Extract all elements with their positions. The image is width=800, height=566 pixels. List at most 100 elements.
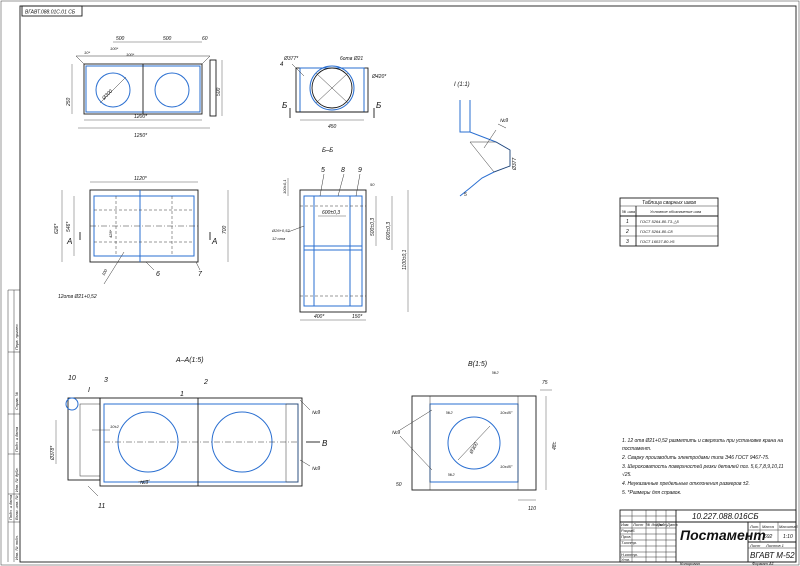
dim: 100±0,1 <box>282 180 287 194</box>
dim: 700 <box>222 225 228 234</box>
organization: ВГАВТ М-52 <box>750 551 795 560</box>
pos-label: 1 <box>180 391 184 398</box>
dim: 5 <box>464 192 467 198</box>
section-mark: Б <box>282 101 287 110</box>
view-section-aa: А–А(1:5) Ø378* 10±2 №9 №9 №9 10 I 3 1 2 … <box>50 357 328 510</box>
note-line: 4. Неуказанные предельные отклонения раз… <box>622 481 750 487</box>
dim: Ø377* <box>283 56 299 62</box>
strip-label: Взам. инв. № <box>14 495 19 520</box>
dim: Ø26+0,52 <box>271 228 290 233</box>
dim: 6отв Ø21 <box>340 56 363 62</box>
pos-label: 10 <box>68 375 76 382</box>
strip-label: Справ. № <box>14 391 19 410</box>
pos-label: 5 <box>321 167 325 174</box>
inner-frame <box>19 5 797 563</box>
weld-num: №9 <box>312 410 320 416</box>
section-mark: Б <box>376 101 381 110</box>
table-cell: 3 <box>626 239 629 245</box>
note-line: √25. <box>622 471 632 478</box>
dim: 546* <box>66 221 72 232</box>
dim: Ø300 <box>100 88 114 102</box>
weld-num: №9 <box>392 430 400 436</box>
view-v: В(1:5) №2 №2 №2 №9 10х45° 10х45° Ø300 48… <box>392 361 558 512</box>
tb-header: Лит. <box>749 524 759 529</box>
dim: Ø300 <box>468 441 480 456</box>
dim: 600±0,3 <box>322 210 340 216</box>
tb-role: Н.контр. <box>621 552 638 557</box>
section-mark: А <box>66 237 72 246</box>
dim: 10х45° <box>500 464 513 469</box>
detail-mark: I <box>88 387 90 394</box>
tb-role: Утв. <box>621 557 630 562</box>
view-end: Ø377* 6отв Ø21 Ø420* 450 4 Б Б <box>280 56 387 130</box>
tb-copied: Копировал <box>680 561 701 566</box>
dim: 100 <box>101 268 109 277</box>
dim: 48± <box>552 441 558 450</box>
pos-label: 6 <box>156 271 160 278</box>
strip-label: Инв. № дубл. <box>14 467 19 492</box>
dim: 100* <box>126 52 135 57</box>
stamp-top: ВГАВТ.088.01С.01 СБ <box>21 5 83 17</box>
dim: 60 <box>202 36 208 42</box>
dim: 400* <box>314 314 325 320</box>
dim: 626* <box>54 223 60 234</box>
pos-label: 8 <box>341 167 345 174</box>
dim: 12отв Ø21+0,52 <box>58 294 97 300</box>
weld-table: Таблица сварных швов № шва Условное обоз… <box>619 197 719 247</box>
dim: 10±2 <box>110 424 120 429</box>
view-detail-i: I (1:1) №9 Ø377 5 <box>454 82 518 198</box>
table-header: Условное обозначение шва <box>650 209 702 214</box>
table-title: Таблица сварных швов <box>642 200 696 206</box>
dim: Ø420* <box>371 74 387 80</box>
dim: 12 отв <box>272 236 285 241</box>
pos-label: 2 <box>203 379 208 386</box>
tb-header: Масса <box>762 524 775 529</box>
tb-col: Дата <box>666 522 678 527</box>
weld-num: №2 <box>448 472 455 477</box>
dim: 100* <box>110 46 119 51</box>
table-cell: ГОСТ 5264-80-С8 <box>640 229 673 234</box>
view-title: В(1:5) <box>468 361 487 368</box>
dim: 1100±0,1 <box>402 249 408 270</box>
dim: 75 <box>542 380 548 386</box>
note-line: 3. Шероховатость поверхностей резки дета… <box>622 463 784 470</box>
weld-num: №2 <box>492 370 499 375</box>
dim: Ø378* <box>50 445 56 461</box>
strip-label: Подп. и дата <box>8 494 13 520</box>
tb-role: Разраб. <box>621 528 635 533</box>
view-title: Б–Б <box>322 148 333 154</box>
weld-num: №9 <box>500 118 508 124</box>
dim: 250 <box>66 97 72 107</box>
dim: 500 <box>216 87 222 96</box>
pos-label: 4 <box>280 62 284 68</box>
dim: 10* <box>84 50 90 55</box>
dim: 50 <box>370 182 375 187</box>
table-header: № шва <box>622 209 636 214</box>
table-cell: 1 <box>626 219 629 225</box>
mass-value: 692 <box>764 534 773 540</box>
weld-num: №9 <box>140 480 148 486</box>
tb-col: Подп. <box>657 522 668 527</box>
tb-col: Лист <box>632 522 644 527</box>
stamp-code: ВГАВТ.088.01С.01 СБ <box>25 10 76 16</box>
view-top: 500 500 60 10* 100* 100* Ø300 1200* 1250… <box>66 36 223 139</box>
view-title: А–А(1:5) <box>175 357 204 364</box>
tb-sheet: Лист <box>749 543 761 548</box>
title-block: Изм. Лист № докум. Подп. Дата Разраб. Пр… <box>619 509 798 566</box>
dim: 50 <box>396 482 402 488</box>
dim: 450 <box>328 124 337 130</box>
note-line: 1. 12 отв Ø21+0,52 разметить и сверлить … <box>622 438 783 444</box>
view-plan: 1120* 626* 546* 428* 700 100 12отв Ø21+0… <box>54 176 229 300</box>
note-line: 5. *Размеры для справок. <box>622 490 681 496</box>
dim: 1200* <box>134 114 148 120</box>
note-line: постамент. <box>622 446 651 452</box>
pos-label: 7 <box>198 271 203 278</box>
dim: 1250* <box>134 133 148 139</box>
drawing-name: Постамент <box>680 527 766 543</box>
side-strip: Перв. примен. Справ. № Подп. и дата Инв.… <box>7 289 20 562</box>
tb-col: Изм. <box>621 522 630 527</box>
dim: 600±0,3 <box>386 222 392 240</box>
